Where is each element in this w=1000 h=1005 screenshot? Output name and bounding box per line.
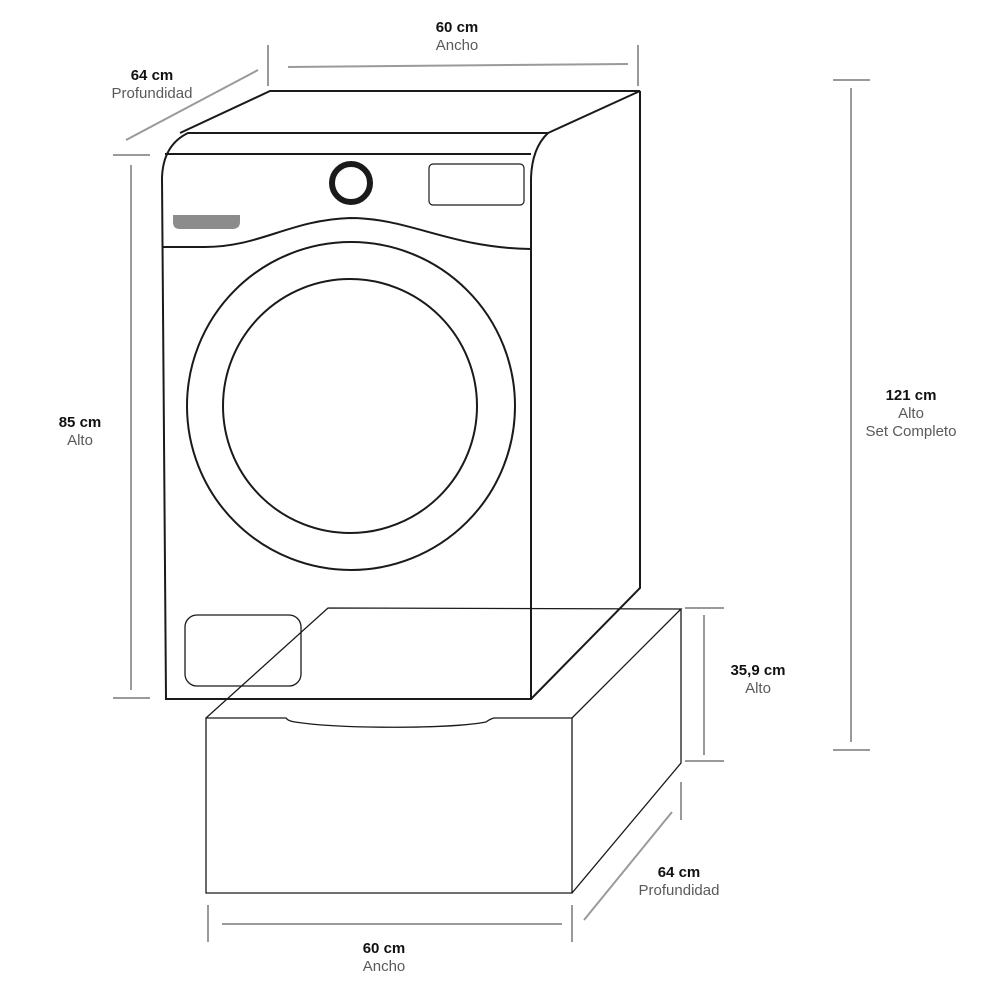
set-height-dimension-line (833, 79, 870, 751)
pedestal-depth-value: 64 cm (657, 864, 701, 881)
washer-height-dimension-line (113, 154, 150, 699)
washer-height-caption: Alto (67, 432, 93, 449)
washer-width-caption: Ancho (435, 37, 479, 54)
pedestal-depth-label: 64 cm Profundidad (623, 864, 735, 900)
pedestal-width-label: 60 cm Ancho (334, 940, 434, 976)
pedestal-width-caption: Ancho (362, 958, 406, 975)
pedestal-top-face (205, 607, 683, 719)
filter-hatch (184, 614, 302, 687)
set-height-caption: Alto (898, 405, 924, 422)
washer-width-label: 60 cm Ancho (407, 19, 507, 55)
washer-right-side (530, 91, 641, 700)
set-height-caption-2: Set Completo (865, 423, 957, 440)
program-knob (329, 161, 373, 205)
pedestal-height-dimension-line (685, 607, 724, 762)
washer-height-value: 85 cm (58, 414, 102, 431)
washer-front-panel (160, 132, 551, 700)
door-glass (222, 278, 478, 534)
washer-depth-value: 64 cm (130, 67, 174, 84)
washer (160, 90, 641, 700)
washer-depth-dimension-line (125, 69, 259, 141)
set-height-label: 121 cm Alto Set Completo (858, 387, 964, 441)
pedestal-right-side (571, 609, 682, 894)
washer-depth-caption: Profundidad (111, 85, 193, 102)
display-panel (428, 163, 525, 206)
washer-width-dimension-line (267, 45, 639, 86)
pedestal-width-dimension-line (207, 905, 573, 942)
pedestal-depth-dimension-line (583, 782, 682, 921)
detergent-drawer (173, 215, 240, 229)
washer-height-label: 85 cm Alto (40, 414, 120, 450)
washer-width-value: 60 cm (435, 19, 479, 36)
pedestal-height-caption: Alto (745, 680, 771, 697)
washer-top-face (179, 90, 641, 134)
pedestal-height-label: 35,9 cm Alto (718, 662, 798, 698)
pedestal-depth-caption: Profundidad (638, 882, 720, 899)
control-panel-divider (163, 216, 532, 250)
set-height-value: 121 cm (885, 387, 937, 404)
washer-depth-label: 64 cm Profundidad (96, 67, 208, 103)
pedestal-height-value: 35,9 cm (730, 662, 786, 679)
pedestal-front-face (205, 717, 573, 894)
door-outer-ring (186, 241, 516, 571)
pedestal (205, 607, 683, 894)
pedestal-width-value: 60 cm (362, 940, 406, 957)
